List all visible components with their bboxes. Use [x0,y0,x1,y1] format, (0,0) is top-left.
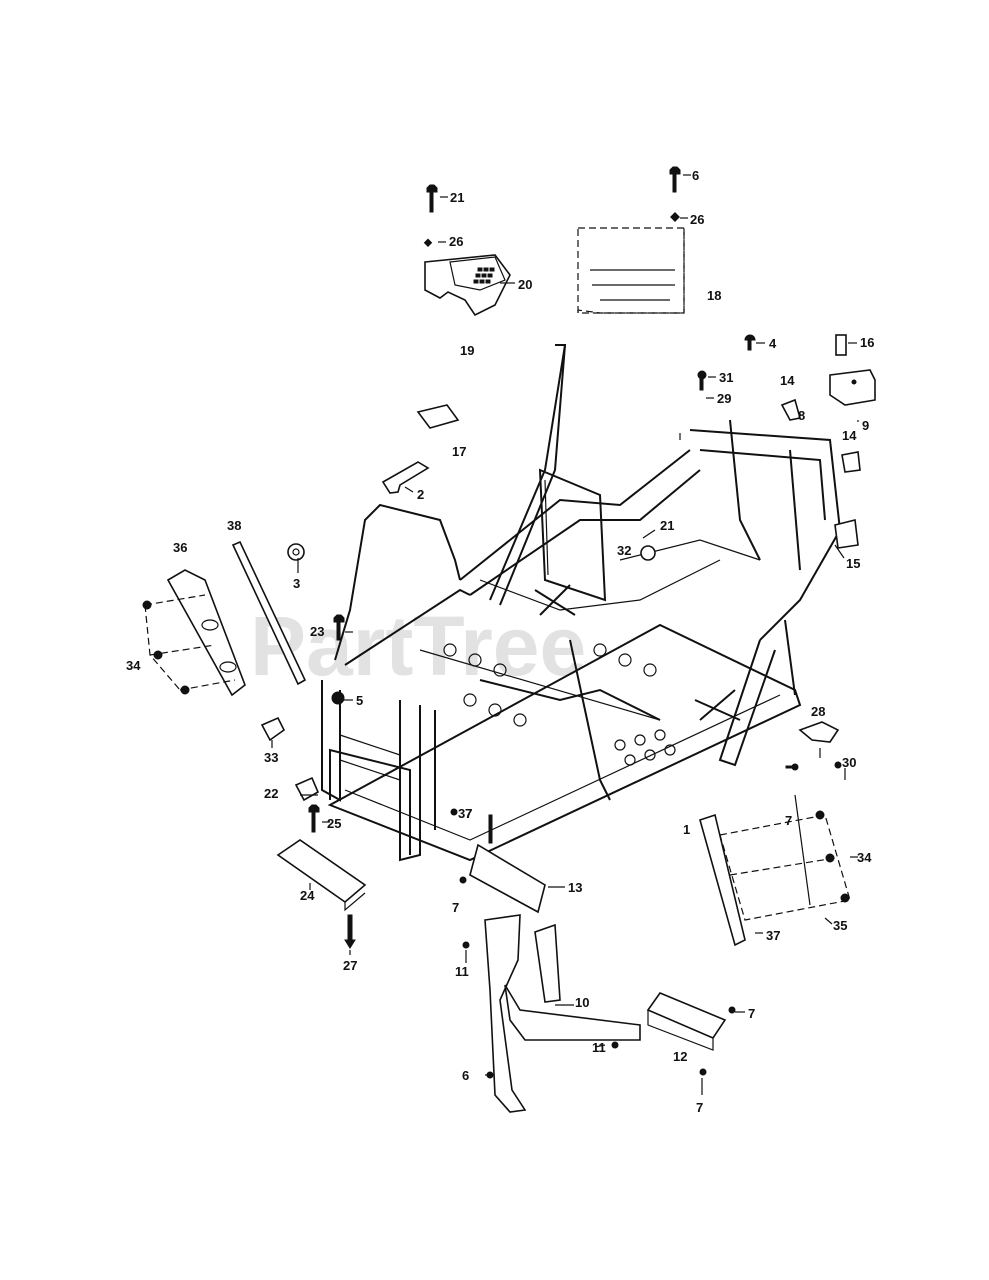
callout-18: 18 [707,288,721,303]
callout-33: 33 [264,750,278,765]
side-panel-35 [699,794,851,947]
callout-12: 12 [673,1049,687,1064]
callout-10: 10 [575,995,589,1010]
callout-23: 23 [310,624,324,639]
callout-4: 4 [769,336,777,351]
callout-11-left: 11 [455,964,469,979]
callout-27: 27 [343,958,357,973]
callout-34-left: 34 [126,658,141,673]
panel-18 [577,227,685,314]
support-10 [462,914,641,1113]
callout-11-right: 11 [592,1040,606,1055]
callout-32: 32 [617,543,631,558]
callout-26-right: 26 [690,212,704,227]
leader-lines [271,174,859,1095]
callout-7-rear: 7 [465,806,472,821]
callout-34-right: 34 [857,850,872,865]
bracket-12 [611,992,736,1076]
callout-26-left: 26 [449,234,463,249]
callout-37-rear: 37 [458,806,472,821]
side-panel-36 [142,569,246,697]
callout-20: 20 [518,277,532,292]
main-frame [321,344,842,862]
callout-25: 25 [327,816,341,831]
callout-21-top: 21 [450,190,464,205]
callout-3: 3 [293,576,300,591]
callout-37-right: 37 [766,928,780,943]
callout-28: 28 [811,704,825,719]
callout-6-top: 6 [692,168,699,183]
callout-labels: 1 2 3 4 5 6 6 7 7 7 7 7 8 9 10 11 11 12 … [126,168,874,1115]
callout-35: 35 [833,918,847,933]
callout-29: 29 [717,391,731,406]
plate-24 [276,839,367,912]
callout-7-bracket-13: 7 [452,900,459,915]
callout-7-right-panel: 7 [785,813,792,828]
callout-31: 31 [719,370,733,385]
callout-13: 13 [568,880,582,895]
bracket-13 [459,814,546,914]
callout-16: 16 [860,335,874,350]
callout-6-bottom: 6 [462,1068,469,1083]
hardware [260,166,876,949]
callout-14-bottom: 14 [842,428,857,443]
watermark: PartTree [250,599,586,693]
callout-2: 2 [417,487,424,502]
cover-19 [424,254,511,317]
callout-14-top: 14 [780,373,795,388]
callout-7-bracket-12-top: 7 [748,1006,755,1021]
rod-38 [231,540,307,686]
callout-36: 36 [173,540,187,555]
callout-15: 15 [846,556,860,571]
callout-30: 30 [842,755,856,770]
callout-38: 38 [227,518,241,533]
callout-9: 9 [862,418,869,433]
callout-7-bracket-12-bottom: 7 [696,1100,703,1115]
callout-17: 17 [452,444,466,459]
callout-5: 5 [356,693,363,708]
callout-1: 1 [683,822,690,837]
callout-19: 19 [460,343,474,358]
callout-22: 22 [264,786,278,801]
callout-8: 8 [798,408,805,423]
callout-21-mid: 21 [660,518,674,533]
callout-24: 24 [300,888,315,903]
